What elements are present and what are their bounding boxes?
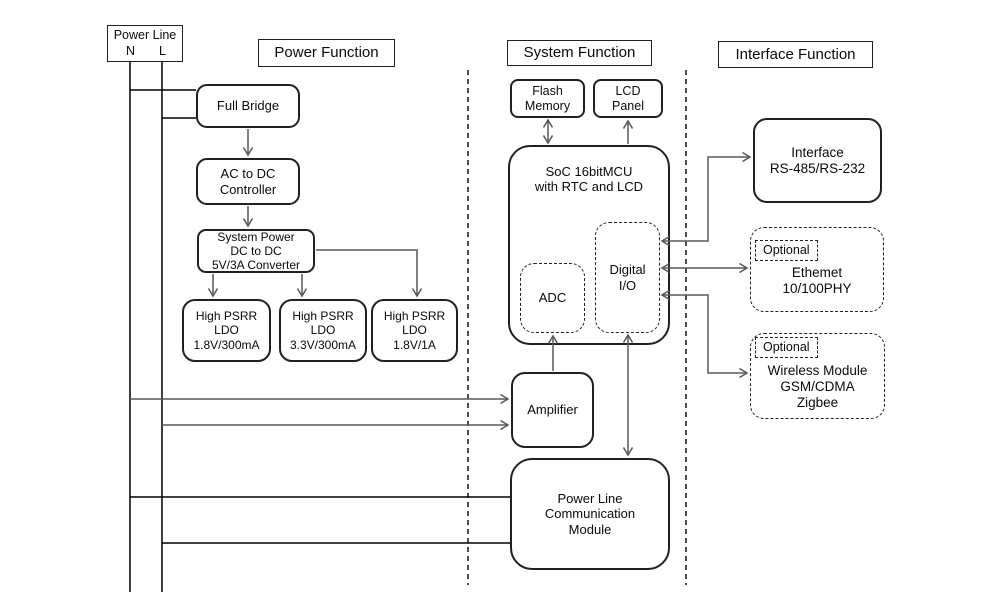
ethernet-optional-block: Optional Ethemet 10/100PHY: [750, 227, 884, 312]
optional-tag: Optional: [755, 240, 818, 261]
optional-tag: Optional: [755, 337, 818, 358]
rs485-rs232-interface-block: Interface RS-485/RS-232: [753, 118, 882, 203]
ldo-1v8-300ma-block: High PSRR LDO 1.8V/300mA: [182, 299, 271, 362]
power-line-source-block: Power Line N L: [107, 25, 183, 62]
section-header-interface-function: Interface Function: [718, 41, 873, 68]
amplifier-block: Amplifier: [511, 372, 594, 448]
flash-memory-block: Flash Memory: [510, 79, 585, 118]
section-header-power-function: Power Function: [258, 39, 395, 67]
ac-to-dc-controller-block: AC to DC Controller: [196, 158, 300, 205]
adc-block: ADC: [520, 263, 585, 333]
wireless-optional-block: Optional Wireless Module GSM/CDMA Zigbee: [750, 333, 885, 419]
plc-module-block: Power Line Communication Module: [510, 458, 670, 570]
section-header-system-function: System Function: [507, 40, 652, 66]
power-line-neutral-label: N: [126, 44, 136, 58]
full-bridge-block: Full Bridge: [196, 84, 300, 128]
power-line-live-label: L: [159, 44, 166, 58]
ethernet-label: Ethemet 10/100PHY: [782, 265, 852, 296]
digital-io-block: Digital I/O: [595, 222, 660, 333]
wireless-label: Wireless Module GSM/CDMA Zigbee: [767, 363, 868, 410]
ldo-3v3-300ma-block: High PSRR LDO 3.3V/300mA: [279, 299, 367, 362]
power-line-title: Power Line: [113, 28, 177, 42]
system-power-converter-block: System Power DC to DC 5V/3A Converter: [197, 229, 315, 273]
lcd-panel-block: LCD Panel: [593, 79, 663, 118]
ldo-1v8-1a-block: High PSRR LDO 1.8V/1A: [371, 299, 458, 362]
